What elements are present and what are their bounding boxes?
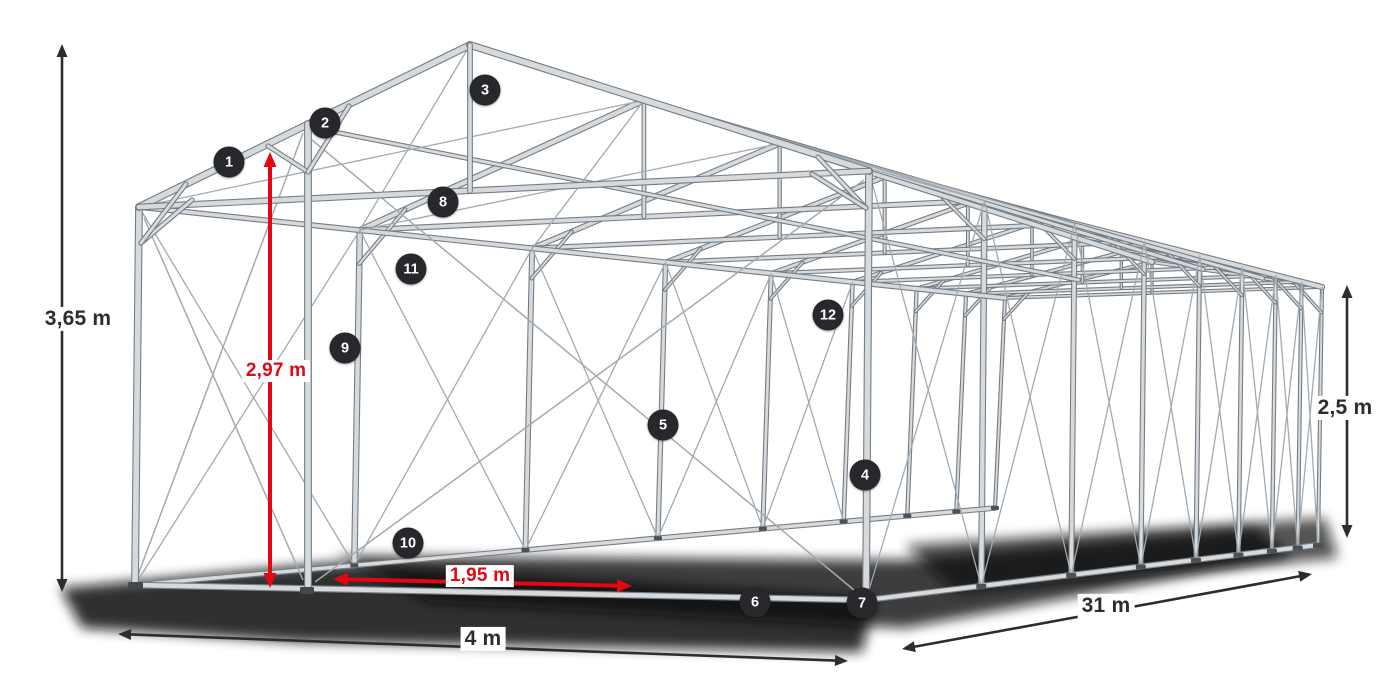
steel-frame	[128, 41, 1326, 606]
part-marker-7: 7	[846, 587, 878, 619]
part-marker-9: 9	[329, 332, 361, 364]
part-marker-11: 11	[395, 253, 427, 285]
dimension-label-clear-width: 1,95 m	[445, 565, 515, 587]
part-marker-2: 2	[309, 107, 341, 139]
part-marker-1: 1	[213, 146, 245, 178]
part-marker-3: 3	[469, 74, 501, 106]
part-marker-10: 10	[392, 527, 424, 559]
part-marker-12: 12	[812, 299, 844, 331]
part-marker-4: 4	[849, 459, 881, 491]
dimension-label-side-height: 2,5 m	[1313, 395, 1377, 421]
dimension-label-width: 4 m	[460, 626, 506, 652]
part-marker-5: 5	[647, 409, 679, 441]
dimension-label-total-height: 3,65 m	[40, 306, 116, 332]
dimension-label-length: 31 m	[1077, 593, 1135, 619]
part-marker-6: 6	[739, 586, 771, 618]
dimension-label-clear-height: 2,97 m	[241, 360, 311, 382]
part-marker-8: 8	[427, 186, 459, 218]
